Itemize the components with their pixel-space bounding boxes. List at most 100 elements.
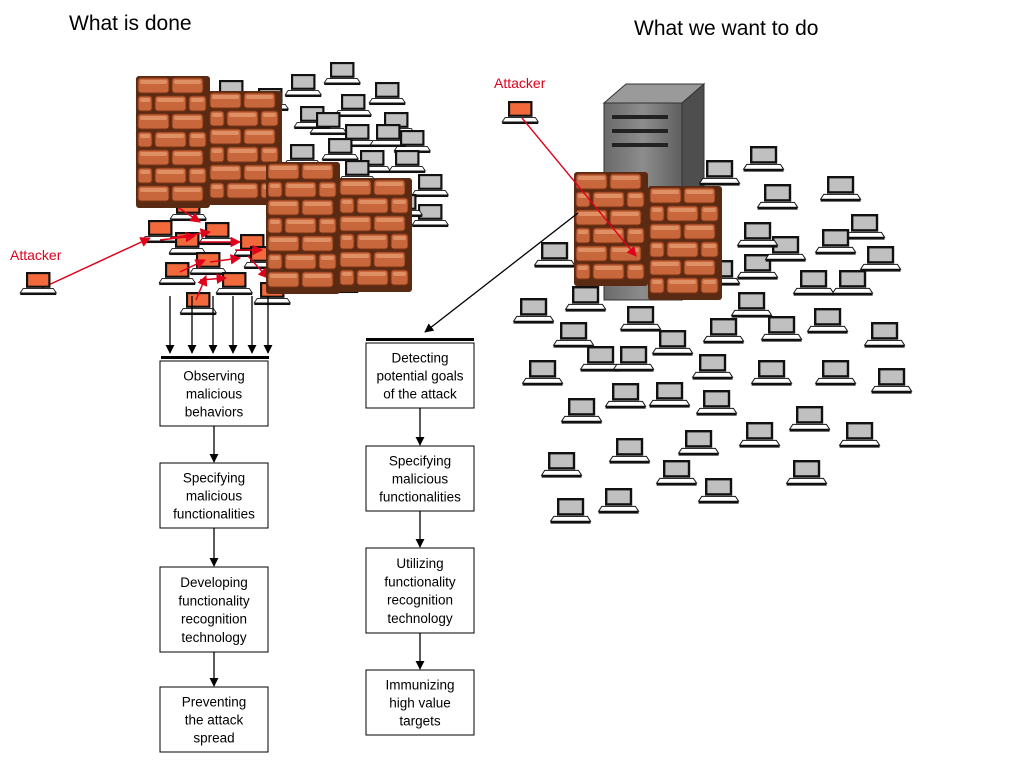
- heading-what-is-done: What is done: [69, 12, 192, 35]
- heading-what-we-want-to-do: What we want to do: [634, 17, 818, 40]
- left-flow-step-3-box: Developingfunctionalityrecognitiontechno…: [159, 566, 269, 653]
- infected-laptop-icon: [215, 272, 254, 296]
- left-flow-step-3-line-3: recognition: [181, 612, 247, 627]
- right-flow-step-3-line-2: functionality: [384, 574, 456, 589]
- right-flow-step-1-box: Detecting potential goals of the attack: [365, 342, 475, 409]
- right-attacker-laptop-icon: [501, 101, 540, 125]
- network-to-detection-arrow: [424, 212, 579, 333]
- laptop-icon: [792, 270, 835, 296]
- laptop-icon: [368, 82, 407, 106]
- laptop-icon: [612, 346, 655, 372]
- laptop-icon: [533, 242, 576, 268]
- laptop-icon: [388, 150, 427, 174]
- right-firewalls: [574, 172, 722, 300]
- left-flow-step-4-line-2: the attack: [185, 713, 244, 728]
- laptop-icon: [691, 354, 734, 380]
- laptop-icon: [730, 292, 773, 318]
- left-flow-step-2-line-1: Specifying: [183, 470, 245, 485]
- left-flow-step-2-line-3: functionalities: [173, 507, 255, 522]
- laptop-icon: [549, 498, 592, 524]
- laptop-icon: [309, 112, 348, 136]
- brick-firewall-icon: [338, 178, 412, 292]
- laptop-icon: [760, 316, 803, 342]
- laptop-icon: [750, 360, 793, 386]
- laptop-icon: [655, 460, 698, 486]
- right-collector-bar: [366, 338, 474, 341]
- laptop-icon: [512, 298, 555, 324]
- laptop-icon: [698, 160, 741, 186]
- laptop-icon: [564, 286, 607, 312]
- brick-firewall-icon: [208, 91, 282, 205]
- right-flow-step-1-line-1: Detecting: [391, 350, 448, 365]
- infected-laptop-icon: [189, 252, 228, 276]
- laptop-icon: [695, 390, 738, 416]
- laptop-icon: [369, 124, 408, 148]
- laptop-icon: [323, 62, 362, 86]
- laptop-icon: [843, 214, 886, 240]
- right-flow-step-1-line-3: of the attack: [383, 387, 457, 402]
- laptop-icon: [521, 360, 564, 386]
- right-flow-step-4-line-3: targets: [399, 714, 441, 729]
- laptop-icon: [560, 398, 603, 424]
- right-attacker-laptop-icon: [501, 101, 540, 125]
- right-attack-arrow: [521, 117, 637, 257]
- laptop-icon: [764, 236, 807, 262]
- laptop-icon: [648, 382, 691, 408]
- left-flow-step-4-line-3: spread: [193, 731, 234, 746]
- laptop-icon: [552, 322, 595, 348]
- brick-firewall-icon: [136, 76, 210, 208]
- laptop-icon: [608, 438, 651, 464]
- right-flow-step-3-box: Utilizingfunctionalityrecognitiontechnol…: [365, 547, 475, 634]
- left-attacker-laptop-icon: [19, 272, 58, 296]
- laptop-icon: [604, 383, 647, 409]
- left-observation-feed: [161, 296, 273, 359]
- left-flow-step-1-line-2: malicious: [186, 387, 243, 402]
- brick-firewall-icon: [648, 186, 722, 300]
- laptop-icon: [870, 368, 913, 394]
- infected-laptop-icon: [158, 262, 197, 286]
- left-attacker-label: Attacker: [10, 247, 62, 263]
- laptop-icon: [579, 346, 622, 372]
- right-flow-step-4-line-2: high value: [389, 696, 451, 711]
- laptop-icon: [651, 330, 694, 356]
- left-flow-step-3-line-1: Developing: [180, 575, 248, 590]
- right-flow-step-2-line-2: malicious: [392, 472, 449, 487]
- infected-laptop-icon: [141, 220, 180, 244]
- laptop-icon: [284, 74, 323, 98]
- laptop-icon: [677, 430, 720, 456]
- laptop-icon: [619, 306, 662, 332]
- laptop-icon: [736, 222, 779, 248]
- brick-firewall-icon: [574, 172, 648, 286]
- left-attacker-laptop-icon: [19, 272, 58, 296]
- laptop-icon: [334, 94, 373, 118]
- laptop-icon: [321, 138, 360, 162]
- left-process-flow: ObservingmaliciousbehaviorsSpecifyingmal…: [159, 360, 269, 753]
- laptop-icon: [736, 254, 779, 280]
- right-flow-step-4-box: Immunizing high value targets: [365, 669, 475, 736]
- left-flow-step-3-line-2: functionality: [178, 593, 250, 608]
- laptop-icon: [411, 204, 450, 228]
- laptop-icon: [756, 184, 799, 210]
- laptop-icon: [863, 322, 906, 348]
- laptop-icon: [859, 246, 902, 272]
- laptop-icon: [814, 360, 857, 386]
- laptop-icon: [831, 270, 874, 296]
- laptop-icon: [838, 422, 881, 448]
- laptop-icon: [806, 308, 849, 334]
- right-network-computers: [512, 146, 913, 524]
- laptop-icon: [742, 146, 785, 172]
- right-flow-step-1-line-2: potential goals: [376, 369, 463, 384]
- right-flow-step-2-line-3: functionalities: [379, 490, 461, 505]
- laptop-icon: [788, 406, 831, 432]
- laptop-icon: [411, 174, 450, 198]
- right-attacker-label: Attacker: [494, 75, 546, 91]
- laptop-icon: [819, 176, 862, 202]
- right-flow-step-4-line-1: Immunizing: [385, 677, 454, 692]
- right-flow-step-3-line-1: Utilizing: [396, 556, 443, 571]
- right-flow-step-3-line-4: technology: [387, 611, 453, 626]
